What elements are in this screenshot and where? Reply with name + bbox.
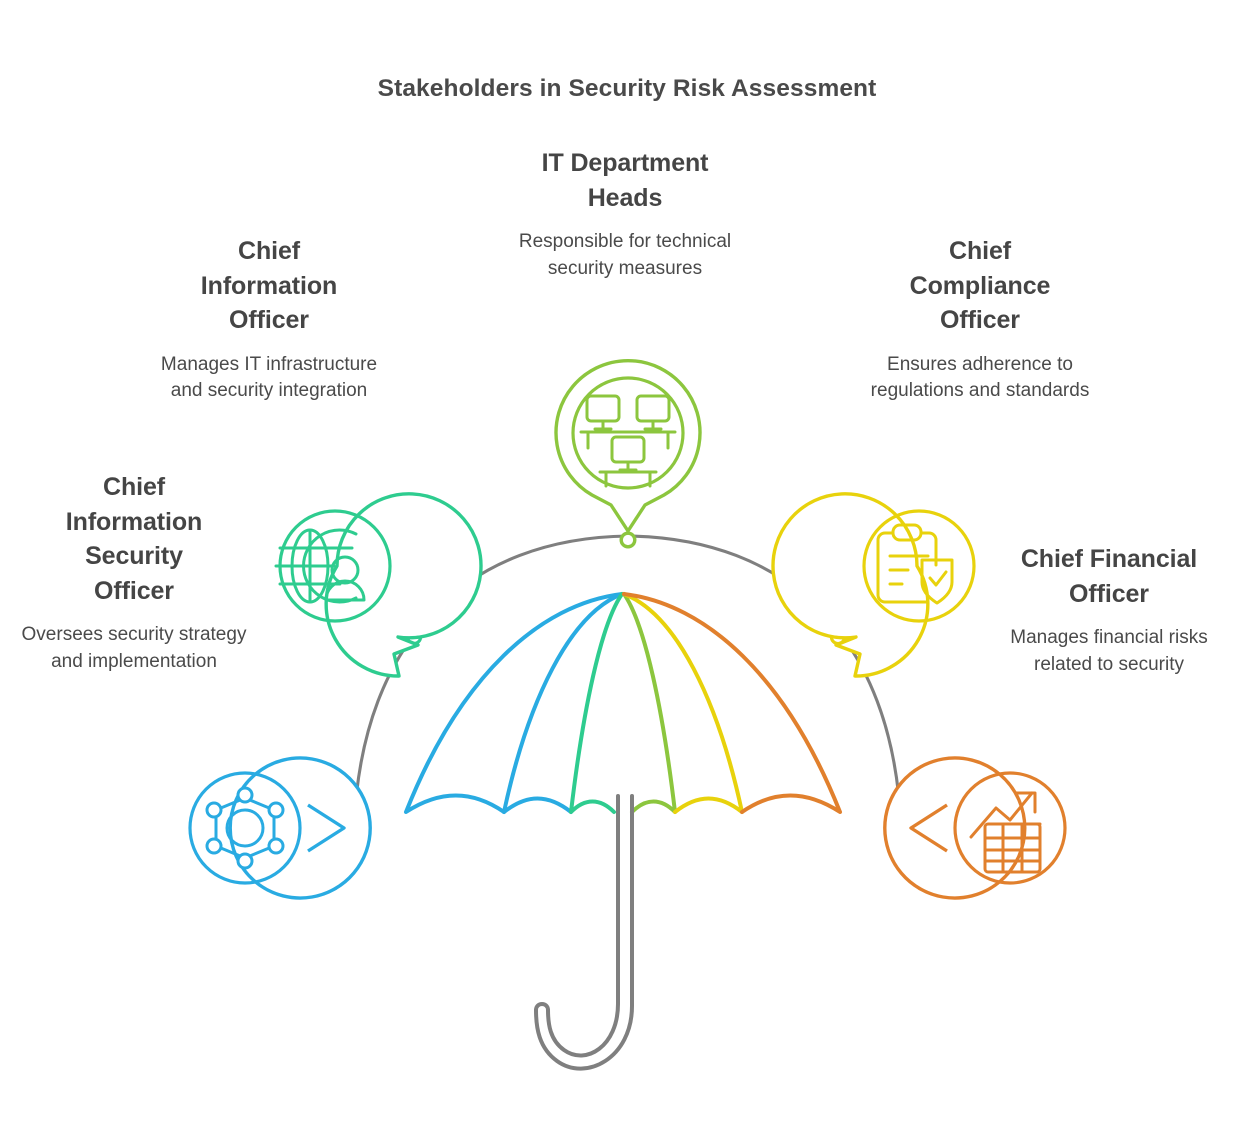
bubble-outline-cio — [324, 492, 483, 678]
umbrella-panel-1 — [404, 592, 624, 814]
workstations-icon — [579, 394, 677, 488]
bubble-outline-it — [554, 358, 702, 533]
stakeholder-title-cio: Chief Information Officer — [200, 237, 338, 334]
umbrella-shaft-left — [546, 794, 620, 1058]
stakeholder-title-ciso: Chief Information Security Officer — [65, 473, 203, 605]
connector-node-it[interactable] — [619, 531, 637, 549]
bubble-outline-cco — [771, 492, 930, 678]
bubble-inner-ring-ciso — [188, 771, 302, 885]
umbrella-panel-5 — [622, 592, 744, 814]
stakeholder-desc-ciso: Oversees security strategy and implement… — [21, 624, 247, 672]
stakeholder-text-cco: Chief Compliance Officer Ensures adheren… — [860, 234, 1100, 405]
umbrella-graphic — [404, 592, 842, 1071]
stakeholder-desc-it-department-heads: Responsible for technical security measu… — [518, 231, 732, 279]
bubble-tail-ciso — [307, 803, 346, 853]
bubble-tail-cfo — [909, 803, 948, 853]
stakeholder-title-cco: Chief Compliance Officer — [909, 237, 1051, 334]
icon-bubble-ciso[interactable] — [188, 756, 372, 900]
growth-chart-spreadsheet-icon — [969, 791, 1042, 874]
page-title: Stakeholders in Security Risk Assessment — [377, 75, 877, 102]
stakeholder-title-cfo: Chief Financial Officer — [1020, 545, 1198, 608]
icon-bubble-cfo[interactable] — [883, 756, 1067, 900]
globe-person-icon — [274, 528, 366, 604]
umbrella-panel-2 — [502, 592, 624, 814]
icon-bubble-cco[interactable] — [771, 492, 976, 678]
clipboard-shield-check-icon — [876, 523, 954, 605]
stakeholder-text-cio: Chief Information Officer Manages IT inf… — [143, 234, 395, 405]
icon-bubble-it[interactable] — [554, 358, 702, 533]
umbrella-shaft-right — [534, 794, 634, 1071]
stakeholder-desc-cfo: Manages financial risks related to secur… — [1010, 627, 1208, 675]
umbrella-panel-6 — [622, 592, 842, 814]
bubble-inner-ring-cco — [862, 509, 976, 623]
umbrella-panel-4 — [622, 592, 677, 814]
umbrella-hook-cap — [534, 1002, 550, 1012]
security-network-nodes-icon — [205, 786, 285, 870]
bubble-inner-ring-cfo — [953, 771, 1067, 885]
stakeholder-desc-cco: Ensures adherence to regulations and sta… — [870, 353, 1090, 402]
stakeholder-text-it-department-heads: IT Department Heads Responsible for tech… — [487, 146, 763, 283]
bubble-inner-ring-it — [571, 376, 685, 490]
stakeholder-title-it-department-heads: IT Department Heads — [541, 149, 709, 212]
stakeholder-text-ciso: Chief Information Security Officer Overs… — [18, 470, 250, 676]
umbrella-panel-3 — [569, 592, 624, 814]
stakeholder-text-cfo: Chief Financial Officer Manages financia… — [985, 542, 1233, 679]
icon-bubble-cio[interactable] — [274, 492, 483, 678]
stakeholder-desc-cio: Manages IT infrastructure and security i… — [160, 353, 378, 402]
